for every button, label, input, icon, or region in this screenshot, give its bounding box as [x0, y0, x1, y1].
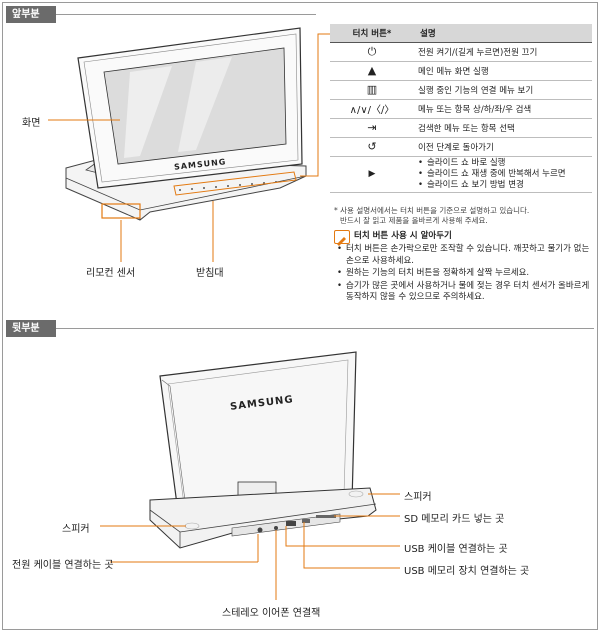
note-item: 습기가 많은 곳에서 사용하거나 물에 젖는 경우 터치 센서가 올바르게 동작…	[334, 281, 594, 304]
label-remote-sensor: 리모컨 센서	[86, 268, 136, 279]
home-icon: ▲	[330, 61, 414, 81]
front-device-illustration	[65, 27, 307, 221]
list-item: 슬라이드 쇼 재생 중에 반복해서 누르면	[418, 169, 588, 180]
label-screen: 화면	[22, 118, 41, 129]
table-cell-desc: 이전 단계로 돌아가기	[414, 137, 592, 157]
section-tag-front: 앞부분	[6, 6, 56, 23]
table-header-row: 터치 버튼* 설명	[330, 24, 592, 43]
label-stereo-jack: 스테레오 이어폰 연결잭	[222, 608, 321, 619]
table-cell-desc: 전원 켜기/(길게 누르면)전원 끄기	[414, 42, 592, 62]
menu-icon: ▥	[330, 80, 414, 100]
label-power-port: 전원 케이블 연결하는 곳	[12, 560, 114, 571]
table-cell-desc: 슬라이드 쇼 바로 실행 슬라이드 쇼 재생 중에 반복해서 누르면 슬라이드 …	[414, 156, 592, 193]
note-item: 터치 버튼은 손가락으로만 조작할 수 있습니다. 깨끗하고 물기가 없는 손으…	[334, 244, 594, 267]
section-tag-back: 뒷부분	[6, 320, 56, 337]
pencil-note-icon	[334, 230, 350, 246]
back-device-illustration	[149, 351, 377, 549]
table-row: ▲ 메인 메뉴 화면 실행	[330, 61, 592, 81]
label-speaker-left: 스피커	[62, 524, 90, 535]
table-cell-desc: 검색한 메뉴 또는 항목 선택	[414, 118, 592, 138]
slideshow-icon: ▶	[330, 156, 414, 193]
note-item: 원하는 기능의 터치 버튼을 정확하게 살짝 누르세요.	[334, 268, 594, 280]
list-item: 슬라이드 쇼 보기 방법 변경	[418, 180, 588, 191]
label-stand: 받침대	[196, 268, 224, 279]
touch-note: 터치 버튼 사용 시 알아두기 터치 버튼은 손가락으로만 조작할 수 있습니다…	[334, 230, 594, 305]
table-row: ▥ 실행 중인 기능의 연결 메뉴 보기	[330, 80, 592, 100]
table-row: ⏻ 전원 켜기/(길게 누르면)전원 끄기	[330, 42, 592, 62]
table-cell-desc: 메뉴 또는 항목 상/하/좌/우 검색	[414, 99, 592, 119]
table-header-desc: 설명	[414, 24, 592, 43]
table-row: ⇥ 검색한 메뉴 또는 항목 선택	[330, 118, 592, 138]
table-cell-desc: 메인 메뉴 화면 실행	[414, 61, 592, 81]
table-row: ∧/∨/〈/〉 메뉴 또는 항목 상/하/좌/우 검색	[330, 99, 592, 119]
touch-button-table: 터치 버튼* 설명 ⏻ 전원 켜기/(길게 누르면)전원 끄기 ▲ 메인 메뉴 …	[330, 24, 592, 193]
table-row: ▶ 슬라이드 쇼 바로 실행 슬라이드 쇼 재생 중에 반복해서 누르면 슬라이…	[330, 156, 592, 193]
table-footnote: * 사용 설명서에서는 터치 버튼을 기준으로 설명하고 있습니다. 반드시 잘…	[334, 206, 596, 226]
label-usb-cable: USB 케이블 연결하는 곳	[404, 544, 508, 555]
list-item: 슬라이드 쇼 바로 실행	[418, 158, 588, 169]
label-sd-slot: SD 메모리 카드 넣는 곳	[404, 514, 505, 525]
label-speaker-right: 스피커	[404, 492, 432, 503]
label-usb-memory: USB 메모리 장치 연결하는 곳	[404, 566, 530, 577]
power-icon: ⏻	[330, 42, 414, 62]
arrows-icon: ∧/∨/〈/〉	[330, 99, 414, 119]
table-row: ↺ 이전 단계로 돌아가기	[330, 137, 592, 157]
section-divider	[56, 14, 316, 15]
enter-icon: ⇥	[330, 118, 414, 138]
back-icon: ↺	[330, 137, 414, 157]
footnote-line: * 사용 설명서에서는 터치 버튼을 기준으로 설명하고 있습니다.	[334, 206, 530, 215]
table-header-button: 터치 버튼*	[330, 24, 414, 43]
footnote-line: 반드시 잘 읽고 제품을 올바르게 사용해 주세요.	[340, 216, 488, 225]
section-divider	[56, 328, 594, 329]
table-cell-desc: 실행 중인 기능의 연결 메뉴 보기	[414, 80, 592, 100]
note-title: 터치 버튼 사용 시 알아두기	[354, 231, 452, 241]
